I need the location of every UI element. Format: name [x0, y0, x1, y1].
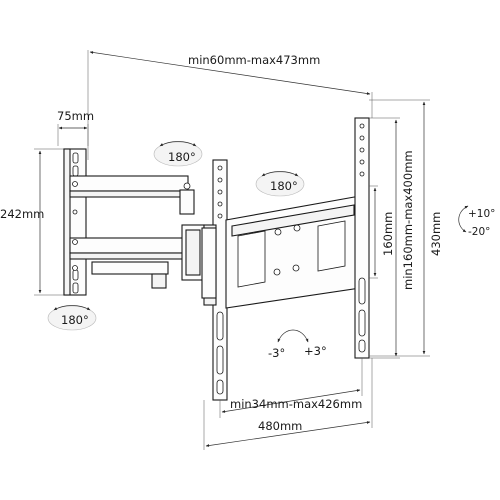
level-adjust-indicator: -3° +3° — [268, 329, 327, 360]
tv-bracket-left-rail — [201, 159, 228, 401]
tv-bracket-crossbar — [225, 195, 361, 309]
wall-plate-height-dimension: 242mm — [0, 148, 64, 296]
vertical-vesa-dimension: min160mm-max400mm — [369, 117, 415, 359]
swivel-bottom-badge: 180° — [47, 305, 97, 331]
bracket-width-label: 480mm — [258, 419, 302, 433]
tilt-up-label: +10° — [468, 208, 495, 220]
level-minus-label: -3° — [268, 346, 285, 360]
level-plus-label: +3° — [304, 344, 327, 358]
wall-plate-height-label: 242mm — [0, 207, 44, 221]
swing-arm-assembly — [69, 175, 205, 289]
bracket-width-dimension: 480mm — [203, 358, 373, 450]
swivel-left-badge: 180° — [153, 141, 203, 167]
hole-spacing-label: 160mm — [381, 212, 395, 256]
vertical-vesa-label: min160mm-max400mm — [401, 150, 415, 290]
wall-plate-depth-dimension: 75mm — [57, 109, 94, 146]
tv-bracket-right-rail — [354, 117, 370, 359]
arm-extension-label: min60mm-max473mm — [188, 53, 320, 67]
swivel-center-badge: 180° — [255, 171, 305, 197]
arm-extension-dimension: min60mm-max473mm — [87, 50, 373, 160]
swivel-center-label: 180° — [270, 179, 298, 193]
swivel-left-label: 180° — [168, 150, 196, 164]
horizontal-vesa-dimension: min34mm-max426mm — [219, 358, 362, 418]
bracket-height-dimension: 430mm — [369, 99, 443, 357]
wall-plate-depth-label: 75mm — [57, 109, 94, 123]
wall-plate — [63, 148, 87, 296]
tilt-indicator: +10° -20° — [458, 205, 495, 238]
horizontal-vesa-label: min34mm-max426mm — [230, 397, 362, 411]
tilt-down-label: -20° — [468, 226, 490, 238]
hole-spacing-dimension: 160mm — [369, 185, 395, 279]
bracket-height-label: 430mm — [429, 212, 443, 256]
swivel-bottom-label: 180° — [61, 313, 89, 327]
